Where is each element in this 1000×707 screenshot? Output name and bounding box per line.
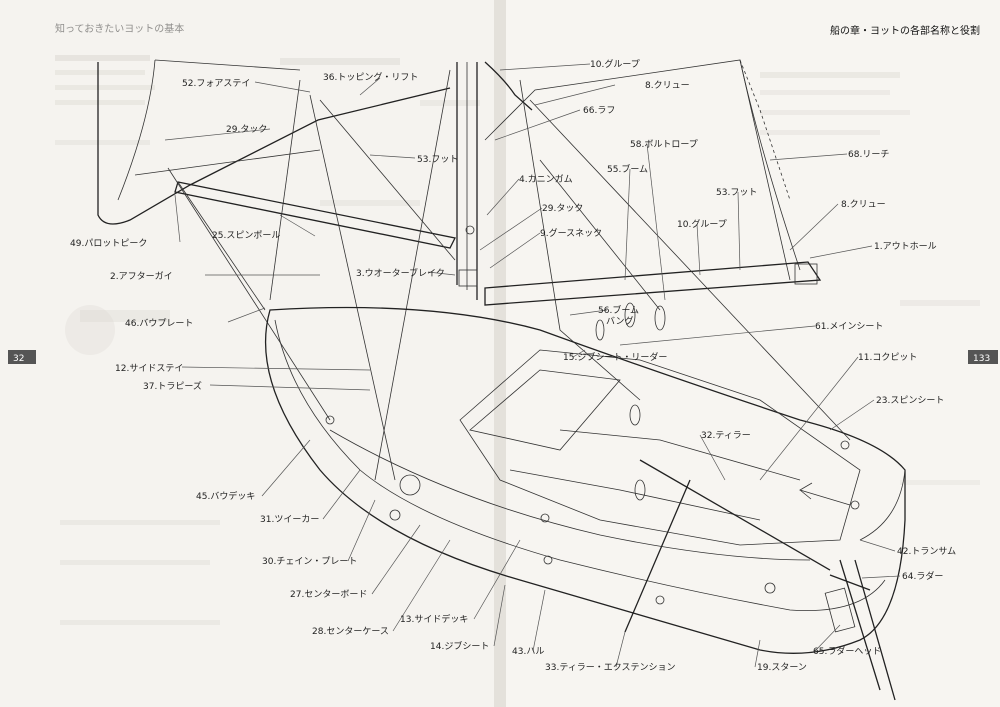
label-rudder: 64.ラダー (902, 570, 943, 582)
right-running-head: 船の章・ヨットの各部名称と役割 (830, 24, 980, 37)
label-chain-plate: 30.チェイン・プレート (262, 556, 357, 567)
label-groove-boom: 10.グループ (677, 218, 727, 230)
label-boom-top: 55.ブーム (607, 163, 648, 175)
label-luff: 66.ラフ (583, 105, 615, 116)
left-page-tab (8, 350, 36, 364)
label-tweaker: 31.ツイーカー (260, 514, 319, 525)
label-tack-jib: 29.タック (226, 124, 267, 135)
label-groove-mast: 10.グループ (590, 58, 640, 70)
label-centerboard: 27.センターボード (290, 589, 367, 600)
hull (264, 306, 906, 654)
label-bow-plate: 46.バウプレート (125, 318, 193, 329)
boom (484, 261, 822, 306)
main-sail (484, 61, 533, 111)
label-clew-top: 8.クリュー (645, 80, 690, 91)
tiller-extension (624, 479, 691, 633)
label-side-deck: 13.サイドデッキ (400, 613, 468, 625)
center-case (469, 369, 621, 451)
label-bow-deck: 45.バウデッキ (196, 490, 255, 502)
label-jib-sheet: 14.ジブシート (430, 640, 489, 652)
label-leech: 68.リーチ (848, 149, 889, 160)
label-bolt-rope: 58.ボルトロープ (630, 139, 698, 150)
leader-lines (164, 63, 901, 668)
label-side-stay: 12.サイドステイ (115, 363, 183, 374)
mast (456, 62, 478, 300)
bow-hatch (399, 474, 421, 496)
label-clew-main: 8.クリュー (841, 199, 886, 210)
show-through-text (55, 55, 980, 625)
label-cockpit: 11.コクピット (858, 352, 917, 363)
spinnaker-pole (174, 181, 456, 249)
right-page-number: 133 (973, 354, 990, 364)
label-outhaul: 1.アウトホール (874, 241, 937, 252)
label-foot-jib: 53.フット (417, 155, 458, 165)
label-rudder-head: 65.ラダーヘッド (813, 645, 881, 657)
label-spin-pole: 25.スピンポール (212, 230, 280, 241)
label-jib-sheet-leader: 15.ジブシート・リーダー (563, 351, 667, 363)
label-cunningham: 4.カニンガム (519, 174, 573, 185)
tiller (639, 459, 831, 571)
right-page-tab (968, 350, 998, 364)
label-hull: 43.ハル (512, 647, 544, 657)
part-labels: 52.フォアステイ 36.トッピング・リフト 29.タック 53.フット 49.… (70, 58, 956, 673)
book-gutter (494, 0, 506, 707)
rudder (829, 559, 896, 701)
left-page-number: 32 (13, 354, 24, 364)
label-spin-sheet: 23.スピンシート (876, 395, 944, 406)
label-main-sheet: 61.メインシート (815, 322, 883, 332)
left-page (0, 0, 498, 707)
label-tiller-extension: 33.ティラー・エクステンション (545, 662, 676, 673)
label-tiller: 32.ティラー (701, 430, 751, 441)
right-page (500, 0, 1000, 707)
label-center-case: 28.センターケース (312, 626, 389, 637)
boat-drawing (97, 59, 906, 701)
label-transom: 42.トランサム (897, 546, 956, 557)
left-running-head: 知っておきたいヨットの基本 (55, 22, 184, 35)
label-forestay: 52.フォアステイ (182, 78, 250, 89)
label-after-guy: 2.アフターガイ (110, 271, 173, 282)
label-tack-main: 29.タック (542, 203, 583, 214)
jib-sail (97, 62, 451, 225)
label-parrot-beak: 49.パロットピーク (70, 238, 147, 249)
label-topping-lift: 36.トッピング・リフト (323, 71, 418, 83)
label-boom-vang: 56.ブームバング (598, 304, 639, 327)
label-gooseneck: 9.グースネック (540, 227, 602, 239)
label-water-break: 3.ウオーターブレイク (356, 267, 445, 279)
label-trapeze: 37.トラピーズ (143, 380, 202, 392)
label-foot-main: 53.フット (716, 188, 757, 198)
label-stern: 19.スターン (757, 662, 807, 673)
